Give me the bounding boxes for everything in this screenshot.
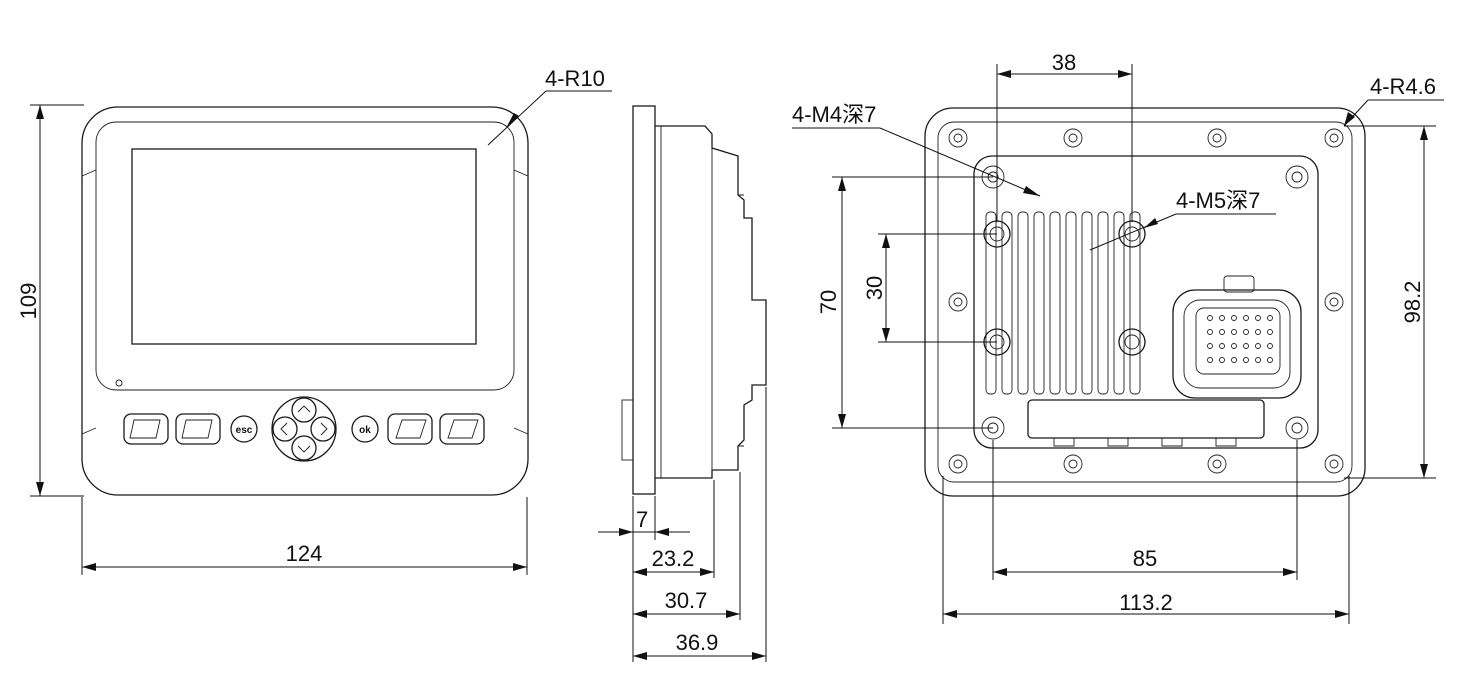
cooling-fins	[985, 211, 1141, 395]
status-led	[115, 379, 123, 387]
dpad-ring	[271, 396, 337, 462]
dim-7-label: 7	[636, 507, 648, 532]
rear-body-outline	[973, 155, 1319, 449]
soft-key-3[interactable]	[387, 413, 433, 445]
width-label: 124	[286, 541, 323, 566]
connector	[1172, 275, 1302, 399]
side-grip-lines	[81, 169, 529, 435]
flange-holes	[948, 128, 1344, 474]
dpad-right-button[interactable]	[310, 416, 336, 442]
connector-pins	[1207, 315, 1273, 363]
rear-flange-outline	[924, 107, 1366, 497]
side-connector	[621, 399, 634, 461]
rear-dimensions: 38 4-M4深7 4-M5深7 4-R4.6 70	[792, 50, 1444, 624]
soft-key-1-inner	[129, 419, 161, 439]
left-arrow-icon	[280, 422, 288, 436]
rear-view: 38 4-M4深7 4-M5深7 4-R4.6 70	[792, 50, 1444, 624]
right-arrow-icon	[320, 422, 328, 436]
label-plate	[1027, 399, 1265, 439]
front-view: esc ok 109 124 4-R	[16, 66, 612, 575]
soft-key-2-inner	[181, 419, 213, 439]
front-dimensions: 109 124 4-R10	[16, 66, 612, 575]
left-height-label: 70	[816, 290, 841, 314]
up-arrow-icon	[297, 405, 311, 413]
overall-width-label: 113.2	[1119, 590, 1172, 615]
dpad-down-button[interactable]	[291, 435, 317, 461]
corner-radius-rear-label: 4-R4.6	[1370, 74, 1436, 99]
soft-key-1[interactable]	[123, 413, 169, 445]
side-housing-outline	[655, 125, 767, 479]
side-view: 7 23.2 30.7 36.9	[598, 105, 767, 662]
side-housing-details	[660, 126, 744, 478]
label-plate-tabs	[1053, 438, 1237, 447]
esc-key[interactable]	[230, 415, 258, 443]
front-bezel	[95, 121, 515, 391]
side-bezel-flange	[632, 105, 656, 495]
dpad-up-button[interactable]	[291, 397, 317, 423]
bottom-spacing-label: 85	[1133, 546, 1157, 571]
dim-23-2-label: 23.2	[652, 546, 695, 571]
dim-36-9-label: 36.9	[676, 630, 719, 655]
ok-key[interactable]	[351, 415, 379, 443]
right-height-label: 98.2	[1400, 281, 1425, 324]
display-screen	[131, 148, 477, 345]
dpad-left-button[interactable]	[272, 416, 298, 442]
rear-flange-inner	[937, 121, 1353, 483]
down-arrow-icon	[297, 445, 311, 453]
soft-key-2[interactable]	[175, 413, 221, 445]
soft-key-4-inner	[447, 419, 479, 439]
top-spacing-label: 38	[1052, 50, 1076, 75]
height-label: 109	[16, 283, 41, 320]
soft-key-3-inner	[395, 419, 427, 439]
side-dimensions: 7 23.2 30.7 36.9	[598, 387, 767, 662]
m5-holes	[983, 220, 1146, 356]
ok-key-label: ok	[359, 425, 371, 436]
m5-holes-label: 4-M5深7	[1176, 188, 1260, 213]
m4-holes-label: 4-M4深7	[792, 102, 876, 127]
corner-radius-label: 4-R10	[545, 66, 605, 91]
hole-spacing-label: 30	[862, 276, 887, 300]
front-housing-outline	[81, 106, 529, 496]
soft-key-4[interactable]	[439, 413, 485, 445]
dim-30-7-label: 30.7	[665, 588, 708, 613]
esc-key-label: esc	[236, 425, 253, 436]
